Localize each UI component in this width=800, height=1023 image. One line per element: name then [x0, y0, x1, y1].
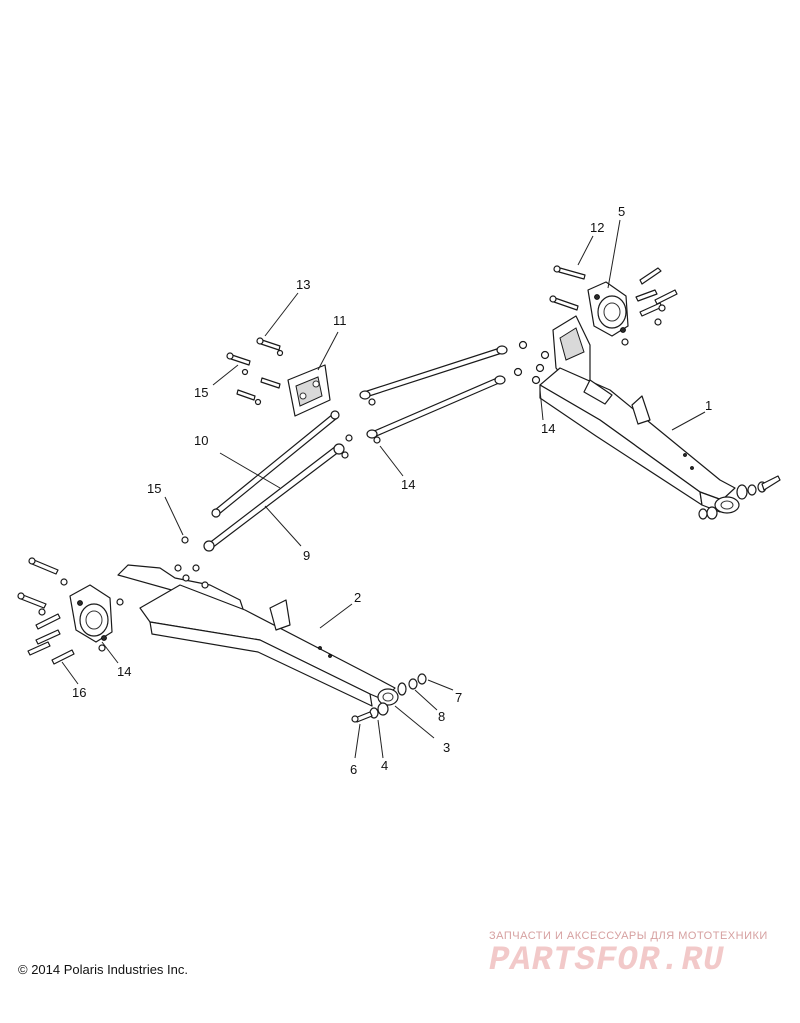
callout-13: 13	[296, 277, 310, 292]
callout-6: 6	[350, 762, 357, 777]
hardware-right-rear	[698, 475, 781, 520]
bearing-carrier-right	[587, 281, 629, 337]
callout-14-left: 14	[117, 664, 131, 679]
callout-4: 4	[381, 758, 388, 773]
callout-7: 7	[455, 690, 462, 705]
callout-1: 1	[705, 398, 712, 413]
leader-lines	[61, 219, 706, 759]
radius-rod-10	[211, 410, 340, 518]
callout-15-lower: 15	[147, 481, 161, 496]
watermark-logo: PARTSFOR.RU	[489, 942, 725, 980]
callout-3: 3	[443, 740, 450, 755]
trailing-arm-left	[117, 564, 399, 707]
radius-rods-upper	[341, 345, 508, 459]
callout-8: 8	[438, 709, 445, 724]
mount-bracket-11	[287, 364, 331, 417]
callout-12: 12	[590, 220, 604, 235]
trailing-arm-right	[539, 315, 740, 514]
callouts: 1 2 3 4 5 6 7 8 9 10 11 12 13 14 14 14 1…	[72, 204, 712, 777]
callout-14-center: 14	[401, 477, 415, 492]
callout-14-right: 14	[541, 421, 555, 436]
watermark-tagline: ЗАПЧАСТИ И АКСЕССУАРЫ ДЛЯ МОТОТЕХНИКИ	[489, 930, 768, 942]
copyright-text: © 2014 Polaris Industries Inc.	[18, 962, 188, 977]
bolts-right-hub	[549, 265, 678, 346]
callout-16: 16	[72, 685, 86, 700]
callout-9: 9	[303, 548, 310, 563]
callout-2: 2	[354, 590, 361, 605]
hardware-left-rear	[351, 673, 427, 723]
nuts-right-bracket	[513, 340, 550, 385]
nuts-left-arm-front	[174, 536, 209, 589]
bolts-left-hub	[17, 557, 124, 665]
callout-10: 10	[194, 433, 208, 448]
callout-15-upper: 15	[194, 385, 208, 400]
bearing-carrier-left	[69, 584, 113, 643]
bolts-bracket-11	[226, 337, 284, 406]
callout-5: 5	[618, 204, 625, 219]
radius-rod-9	[203, 443, 345, 552]
callout-11: 11	[333, 313, 347, 328]
